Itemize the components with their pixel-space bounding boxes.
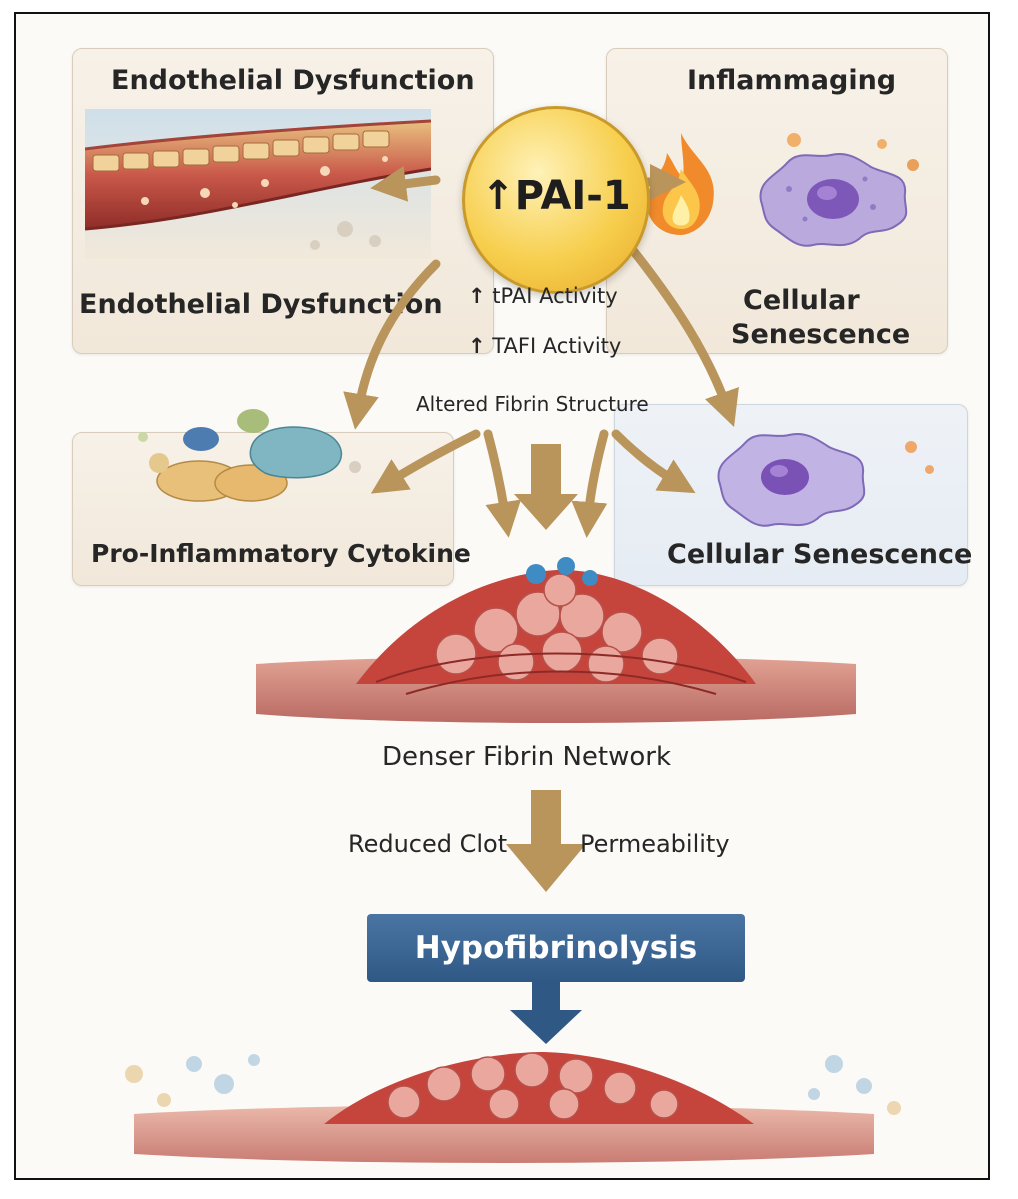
panel-caption-senescence: Cellular Senescence (667, 539, 973, 570)
panel-title-endothelial: Endothelial Dysfunction (111, 65, 475, 96)
pai1-circle: ↑PAI-1 (462, 106, 650, 294)
particle-dot (925, 465, 934, 474)
up-arrow-icon: ↑ (468, 334, 486, 358)
mechanism-tpai: ↑ tPAI Activity (468, 284, 618, 308)
arrow-to-final-clot (510, 980, 582, 1044)
pai1-label: ↑PAI-1 (481, 173, 631, 219)
senescent-cell-icon (717, 433, 866, 527)
up-arrow-icon: ↑ (481, 173, 515, 219)
hypofibrinolysis-box: Hypofibrinolysis (367, 914, 745, 982)
permeability-label: Permeability (580, 830, 730, 858)
panel-title-inflammaging: Inflammaging (687, 65, 897, 96)
panel-caption-senescence-line2: Senescence (731, 319, 911, 350)
arrow-right-inner (571, 429, 609, 538)
arrow-to-cytokine (343, 259, 441, 430)
arrow-center-down (514, 444, 578, 530)
pro-inflammatory-panel: Pro-Inflammatory Cytokine (72, 409, 471, 586)
particle-dot (907, 159, 919, 171)
panel-caption-senescence-line1: Cellular (743, 285, 860, 316)
mechanism-tafi: ↑ TAFI Activity (468, 334, 622, 358)
arrow-left-branch (370, 429, 481, 494)
altered-fibrin-label: Altered Fibrin Structure (416, 392, 649, 416)
particle-dot (787, 133, 801, 147)
arrow-left-inner (483, 429, 522, 538)
denser-fibrin-label: Denser Fibrin Network (382, 742, 671, 772)
panel-caption-cytokine: Pro-Inflammatory Cytokine (91, 539, 471, 568)
cytokine-cluster-icon (138, 409, 361, 502)
diagram-frame: Endothelial Dysfunction (14, 12, 990, 1180)
flow-arrows (343, 164, 739, 1044)
arrow-right-branch (611, 429, 696, 494)
arrow-to-endothelial (370, 165, 441, 202)
inflammaging-panel: Inflammaging Cellular Senescence (606, 48, 948, 354)
panel-caption-endothelial: Endothelial Dysfunction (79, 289, 443, 320)
reduced-clot-label: Reduced Clot (348, 830, 508, 858)
up-arrow-icon: ↑ (468, 284, 486, 308)
endothelial-dysfunction-panel: Endothelial Dysfunction (72, 48, 494, 354)
particle-dot (905, 441, 917, 453)
senescent-cell-icon (759, 153, 908, 247)
cellular-senescence-panel: Cellular Senescence (614, 404, 972, 586)
fibrin-clot-icon (256, 557, 856, 723)
arrow-to-hypofibrinolysis (506, 790, 586, 892)
arrow-to-senescence (623, 239, 739, 427)
particle-dot (877, 139, 887, 149)
fibrin-clot-icon (125, 1052, 901, 1163)
